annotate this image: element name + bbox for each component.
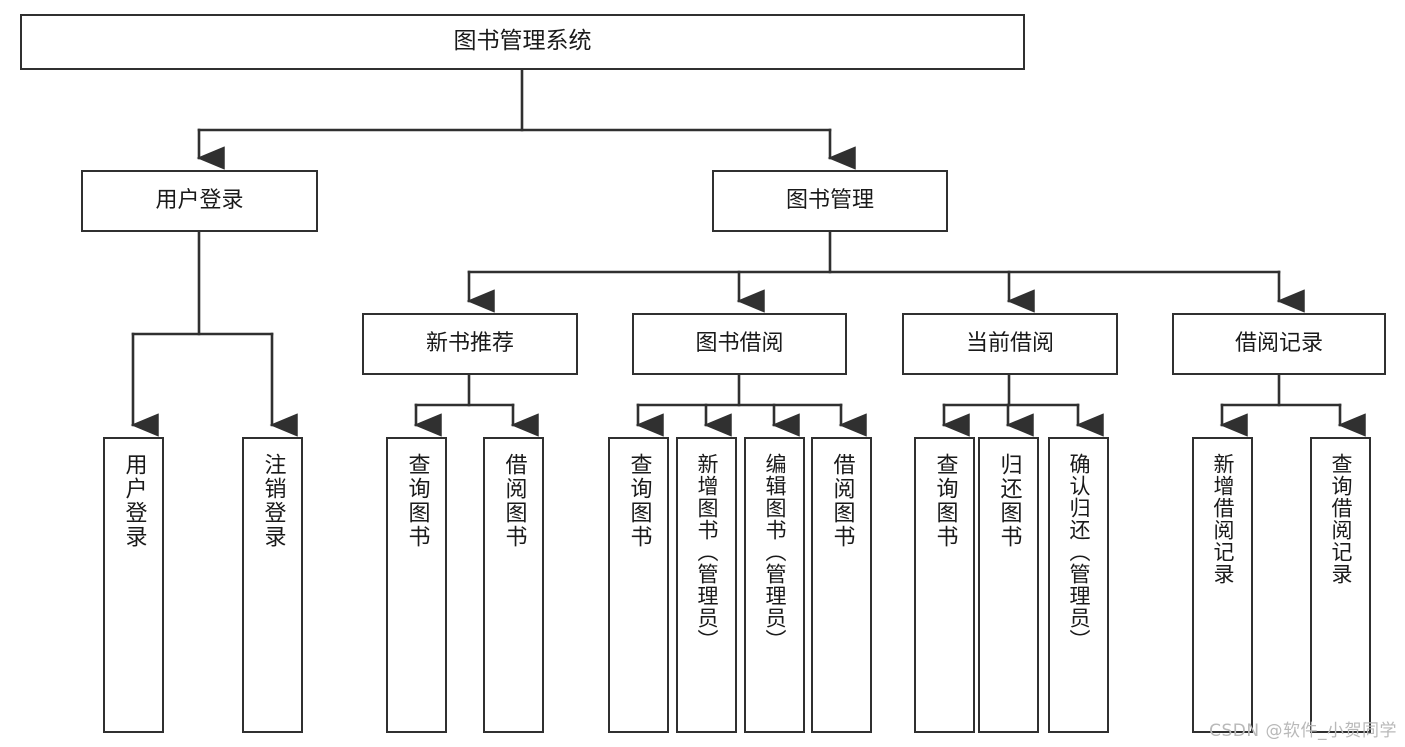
node-borrow-record[interactable]: 借阅记录	[1172, 313, 1386, 375]
node-label: 编辑图书（管理员）	[763, 453, 787, 651]
leaf-user-login[interactable]: 用户登录	[103, 437, 164, 733]
node-label: 借阅记录	[1234, 331, 1323, 357]
node-label: 确认归还（管理员）	[1067, 453, 1091, 651]
leaf-new-book-borrow[interactable]: 借阅图书	[483, 437, 544, 733]
leaf-borrow-query-book[interactable]: 查询图书	[608, 437, 669, 733]
leaf-add-book-admin[interactable]: 新增图书（管理员）	[676, 437, 737, 733]
leaf-borrow-book[interactable]: 借阅图书	[811, 437, 872, 733]
node-book-management[interactable]: 图书管理	[712, 170, 948, 232]
node-label: 用户登录	[155, 188, 244, 214]
node-new-book-recommend[interactable]: 新书推荐	[362, 313, 578, 375]
leaf-confirm-return-admin[interactable]: 确认归还（管理员）	[1048, 437, 1109, 733]
leaf-logout[interactable]: 注销登录	[242, 437, 303, 733]
node-label: 图书借阅	[695, 331, 784, 357]
node-label: 新增借阅记录	[1211, 453, 1235, 585]
leaf-return-book[interactable]: 归还图书	[978, 437, 1039, 733]
node-book-borrow[interactable]: 图书借阅	[632, 313, 847, 375]
node-label: 归还图书	[996, 453, 1022, 549]
leaf-query-borrow-record[interactable]: 查询借阅记录	[1310, 437, 1371, 733]
node-label: 用户登录	[121, 453, 147, 549]
node-label: 注销登录	[260, 453, 286, 549]
leaf-current-query-book[interactable]: 查询图书	[914, 437, 975, 733]
node-label: 图书管理系统	[453, 28, 592, 55]
node-label: 借阅图书	[501, 453, 527, 549]
node-user-login[interactable]: 用户登录	[81, 170, 318, 232]
leaf-add-borrow-record[interactable]: 新增借阅记录	[1192, 437, 1253, 733]
node-label: 查询图书	[404, 453, 430, 549]
node-label: 新增图书（管理员）	[695, 453, 719, 651]
node-current-borrow[interactable]: 当前借阅	[902, 313, 1118, 375]
node-label: 查询图书	[626, 453, 652, 549]
node-label: 图书管理	[785, 188, 874, 214]
node-label: 借阅图书	[829, 453, 855, 549]
csdn-watermark: CSDN @软件_小贺同学	[1209, 721, 1397, 741]
node-label: 查询图书	[932, 453, 958, 549]
node-root-system[interactable]: 图书管理系统	[20, 14, 1025, 70]
leaf-new-book-query[interactable]: 查询图书	[386, 437, 447, 733]
node-label: 新书推荐	[425, 331, 514, 357]
node-label: 查询借阅记录	[1329, 453, 1353, 585]
leaf-edit-book-admin[interactable]: 编辑图书（管理员）	[744, 437, 805, 733]
node-label: 当前借阅	[965, 331, 1054, 357]
